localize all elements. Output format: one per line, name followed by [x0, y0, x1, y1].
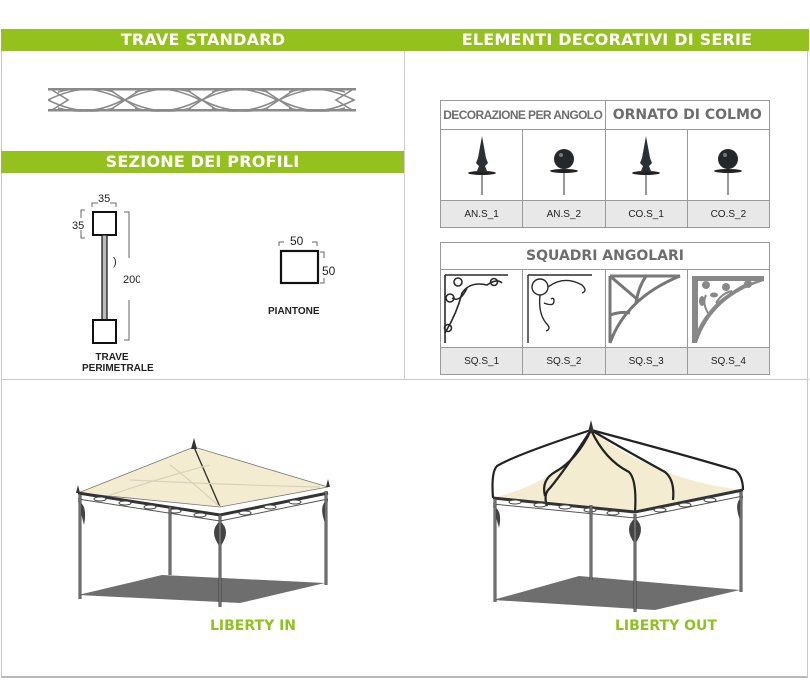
decorations-table: DECORAZIONE PER ANGOLO ORNATO DI COLMO: [439, 100, 771, 228]
decoration-item-an-s-2[interactable]: [522, 129, 606, 201]
squadro-item-sq-s-2[interactable]: [522, 269, 606, 348]
squadro-item-sq-s-4[interactable]: [686, 269, 771, 348]
piantone-height-dimension: 50: [322, 264, 336, 278]
vertical-divider: [404, 51, 405, 379]
code-sq-s-3: SQ.S_3: [604, 347, 688, 375]
squadro-item-sq-s-1[interactable]: [439, 269, 524, 348]
piantone-label: PIANTONE: [268, 306, 320, 317]
scroll-bracket-icon: [443, 273, 508, 343]
trave-perimetrale-label: TRAVE PERIMETRALE: [82, 352, 154, 374]
code-an-s-2: AN.S_2: [522, 200, 606, 228]
page-frame: [1, 29, 808, 678]
trave-height-dimension: 35: [72, 220, 85, 232]
piantone-profile: [270, 235, 340, 295]
trave-width-dimension: 35: [98, 193, 111, 205]
trave-total-height-dimension: 200: [123, 274, 140, 286]
curl-bracket-icon: [527, 273, 592, 343]
liberty-out-gazebo-illustration[interactable]: [485, 410, 755, 615]
header-ornato-di-colmo: ORNATO DI COLMO: [604, 100, 770, 130]
liberty-in-label[interactable]: LIBERTY IN: [210, 618, 297, 634]
decoration-item-an-s-1[interactable]: [439, 129, 524, 201]
spike-finial-icon: [632, 136, 661, 195]
liberty-out-label[interactable]: LIBERTY OUT: [615, 618, 717, 634]
spike-finial-icon: [467, 136, 496, 195]
horizontal-divider: [1, 379, 809, 380]
decoration-item-co-s-1[interactable]: [604, 129, 688, 201]
liberty-in-gazebo-illustration[interactable]: [70, 435, 340, 615]
trave-perimetrale-profile: [60, 190, 170, 350]
code-co-s-1: CO.S_1: [604, 200, 688, 228]
sezione-profili-header: SEZIONE DEI PROFILI: [1, 151, 404, 173]
decoration-item-co-s-2[interactable]: [686, 129, 771, 201]
code-co-s-2: CO.S_2: [686, 200, 771, 228]
ball-finial-icon: [714, 149, 743, 195]
code-an-s-1: AN.S_1: [439, 200, 524, 228]
trave-standard-beam-illustration: [48, 87, 358, 113]
header-squadri-angolari: SQUADRI ANGOLARI: [440, 242, 770, 270]
code-sq-s-1: SQ.S_1: [439, 347, 524, 375]
header-decorazione-per-angolo: DECORAZIONE PER ANGOLO: [440, 100, 606, 130]
trave-partial-mark: ): [113, 256, 117, 268]
solid-arc-bracket-icon: [608, 274, 681, 344]
floral-bracket-icon: [692, 275, 765, 343]
elementi-decorativi-header: ELEMENTI DECORATIVI DI SERIE: [405, 29, 809, 51]
code-sq-s-2: SQ.S_2: [522, 347, 606, 375]
squadri-angolari-table: SQUADRI ANGOLARI: [439, 242, 771, 375]
squadro-item-sq-s-3[interactable]: [604, 269, 688, 348]
code-sq-s-4: SQ.S_4: [686, 347, 771, 375]
trave-standard-header: TRAVE STANDARD: [1, 29, 405, 51]
piantone-width-dimension: 50: [290, 234, 304, 248]
ball-finial-icon: [549, 149, 578, 195]
